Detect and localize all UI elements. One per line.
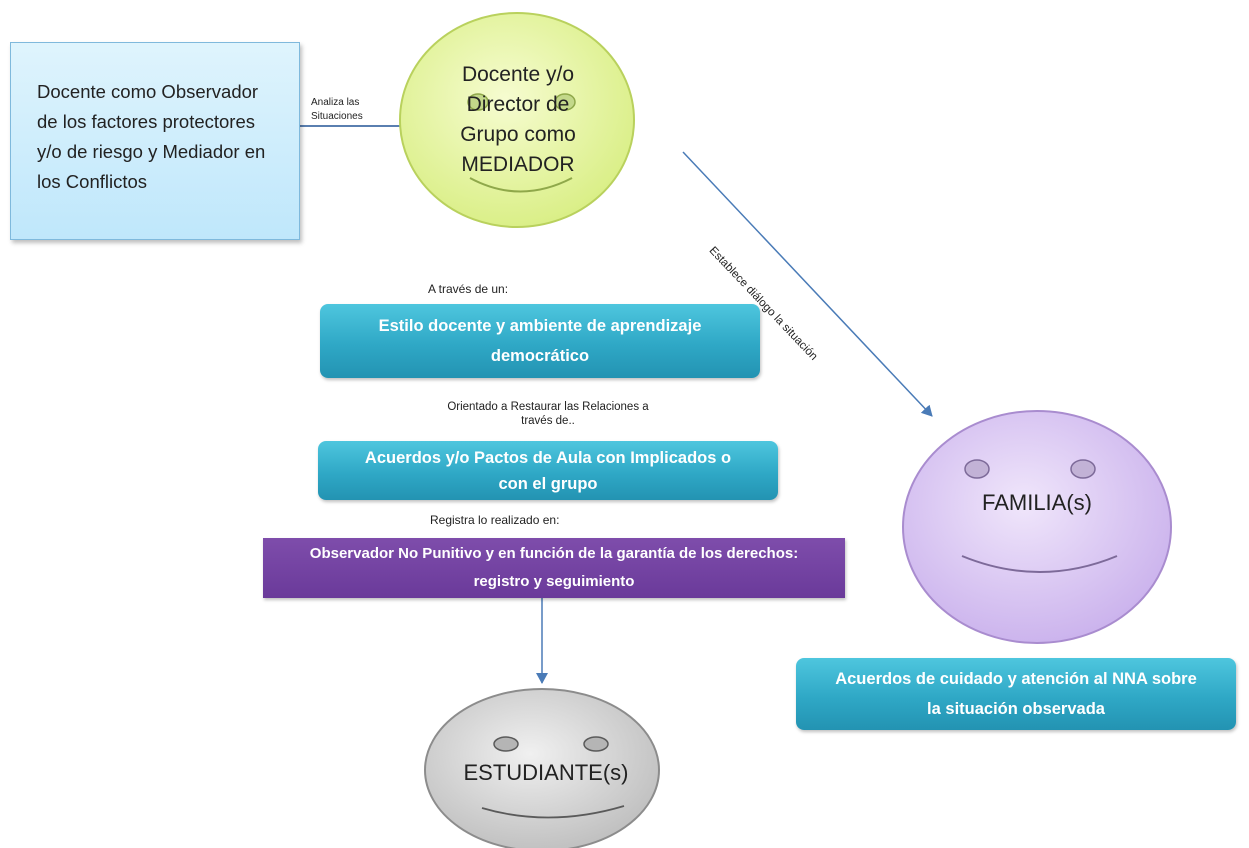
acuerdos-cuidado-line: la situación observada (927, 700, 1105, 718)
mediador-face (399, 12, 635, 228)
analiza-label-line: Situaciones (311, 111, 363, 122)
estilo-line: democrático (490, 347, 590, 365)
estilo-line: Estilo docente y ambiente de aprendizaje (378, 317, 702, 335)
analiza-label-line: Analiza las (311, 97, 360, 108)
acuerdos-cuidado-bar: Acuerdos de cuidado y atención al NNA so… (796, 658, 1236, 730)
familia-label: FAMILIA(s) (981, 490, 1092, 515)
a-traves-label: A través de un: (428, 282, 509, 296)
smile-icon (469, 177, 573, 193)
mediador-line: Docente y/o (461, 63, 575, 86)
mediador-line: Director de (466, 93, 570, 116)
familia-face (902, 410, 1172, 644)
estilo-docente-bar: Estilo docente y ambiente de aprendizaje… (320, 304, 760, 378)
docente-line: Docente como Observador (37, 81, 259, 102)
estudiante-label: ESTUDIANTE(s) (463, 760, 629, 785)
acuerdos-pactos-bar: Acuerdos y/o Pactos de Aula con Implicad… (318, 441, 778, 500)
analiza-label: Analiza las Situaciones (311, 96, 363, 124)
eye-right-icon (554, 93, 576, 111)
observador-no-punitivo-bar: Observador No Punitivo y en función de l… (263, 538, 845, 598)
eye-right-icon (1070, 459, 1096, 479)
eye-left-icon (493, 736, 519, 752)
mediador-line: Grupo como (460, 123, 576, 146)
docente-line: y/o de riesgo y Mediador en (37, 141, 266, 162)
eye-left-icon (467, 93, 489, 111)
smile-icon (961, 555, 1118, 573)
docente-line: los Conflictos (37, 171, 148, 192)
docente-observador-box: Docente como Observador de los factores … (10, 42, 300, 240)
estudiante-face (424, 688, 660, 848)
smile-icon (481, 805, 625, 819)
eye-right-icon (583, 736, 609, 752)
eye-left-icon (964, 459, 990, 479)
registra-label: Registra lo realizado en: (430, 513, 560, 527)
observador-line: Observador No Punitivo y en función de l… (309, 545, 799, 562)
acuerdos-cuidado-line: Acuerdos de cuidado y atención al NNA so… (835, 670, 1197, 688)
mediador-label: Docente y/o Director de Grupo como MEDIA… (432, 60, 604, 180)
orientado-label: Orientado a Restaurar las Relaciones a t… (398, 400, 698, 428)
acuerdos-line: Acuerdos y/o Pactos de Aula con Implicad… (364, 448, 732, 467)
orientado-line: través de.. (521, 415, 575, 427)
docente-line: de los factores protectores (37, 111, 255, 132)
observador-line: registro y seguimiento (473, 573, 635, 590)
acuerdos-line: con el grupo (498, 474, 598, 493)
arrow-to-familia (682, 151, 933, 417)
orientado-line: Orientado a Restaurar las Relaciones a (447, 401, 649, 413)
mediador-line: MEDIADOR (461, 153, 575, 176)
